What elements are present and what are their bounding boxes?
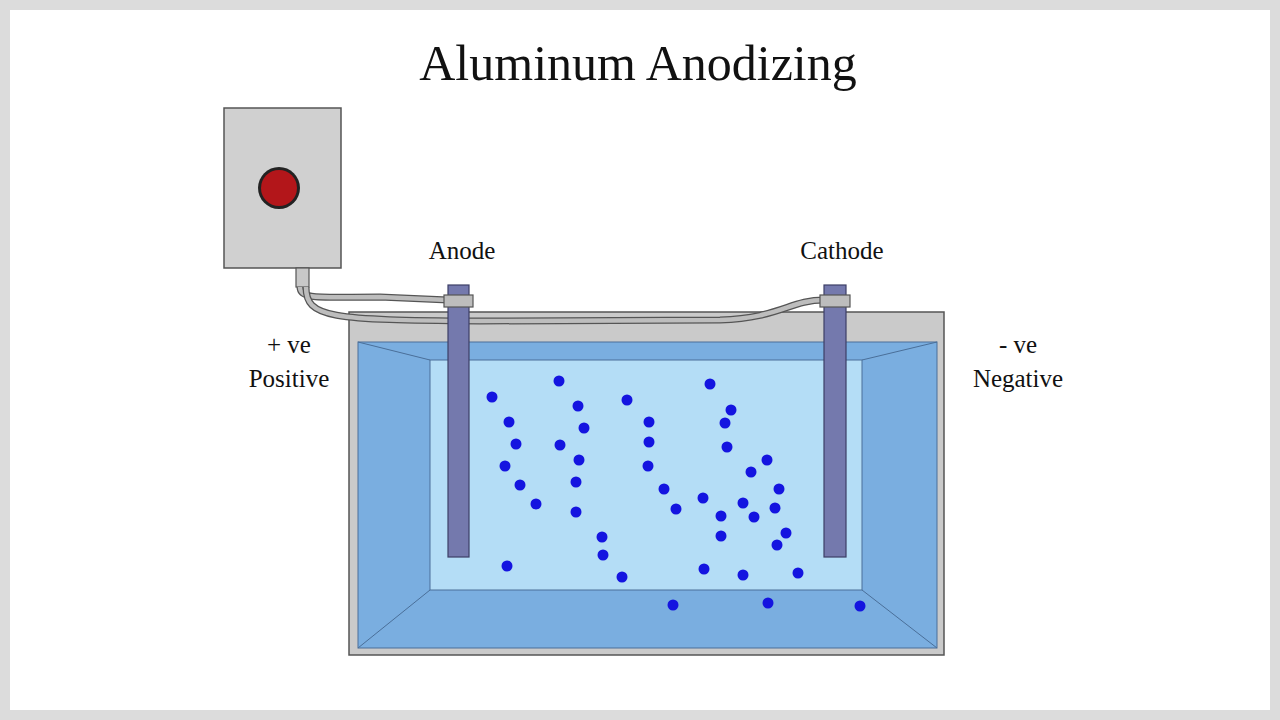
polarity-label: + ve Positive	[229, 328, 349, 396]
ion-dot	[511, 439, 522, 450]
ion-dot	[644, 437, 655, 448]
ion-dot	[617, 572, 628, 583]
ion-dot	[749, 512, 760, 523]
diagram-title: Aluminum Anodizing	[419, 36, 857, 91]
ion-dot	[643, 461, 654, 472]
ion-dot	[571, 477, 582, 488]
power-supply	[224, 108, 341, 268]
tank-back-wall	[430, 360, 862, 590]
ion-dot	[671, 504, 682, 515]
switch-rim	[258, 167, 300, 209]
ion-dot	[502, 561, 513, 572]
ion-dots	[487, 376, 866, 612]
ion-dot	[622, 395, 633, 406]
ion-dot	[855, 601, 866, 612]
ion-dot	[738, 498, 749, 509]
ion-dot	[698, 493, 709, 504]
ion-dot	[726, 405, 737, 416]
ion-dot	[504, 417, 515, 428]
ion-dot	[770, 503, 781, 514]
ion-dot	[597, 532, 608, 543]
ion-dot	[500, 461, 511, 472]
ion-dot	[705, 379, 716, 390]
ion-dot	[772, 540, 783, 551]
ion-dot	[515, 480, 526, 491]
ion-dot	[574, 455, 585, 466]
ion-dot	[763, 598, 774, 609]
tank-inner	[358, 342, 937, 648]
ion-dot	[531, 499, 542, 510]
ion-dot	[720, 418, 731, 429]
ion-dot	[722, 442, 733, 453]
ion-dot	[762, 455, 773, 466]
anode-clamp	[444, 295, 473, 307]
ion-dot	[554, 376, 565, 387]
ion-dot	[573, 401, 584, 412]
cable-gland	[296, 268, 309, 287]
ion-dot	[716, 531, 727, 542]
ion-dot	[644, 417, 655, 428]
anode-rod	[448, 285, 469, 557]
ion-dot	[487, 392, 498, 403]
cathode-clamp	[820, 295, 850, 307]
tank-perspective-lines	[358, 342, 937, 648]
ion-dot	[579, 423, 590, 434]
ion-dot	[774, 484, 785, 495]
ion-dot	[571, 507, 582, 518]
ion-dot	[598, 550, 609, 561]
ion-dot	[746, 467, 757, 478]
ion-dot	[716, 511, 727, 522]
page-ground	[10, 10, 1270, 710]
cathode-rod	[824, 285, 846, 557]
electrode-label: Anode	[429, 236, 496, 266]
ion-dot	[781, 528, 792, 539]
ion-dot	[668, 600, 679, 611]
ion-dot	[793, 568, 804, 579]
ion-dot	[738, 570, 749, 581]
tank-housing	[349, 312, 944, 655]
polarity-label: - ve Negative	[958, 328, 1078, 396]
power-cables	[300, 287, 824, 321]
ion-dot	[659, 484, 670, 495]
electrode-label: Cathode	[800, 236, 883, 266]
power-switch	[261, 170, 297, 206]
ion-dot	[699, 564, 710, 575]
ion-dot	[555, 440, 566, 451]
